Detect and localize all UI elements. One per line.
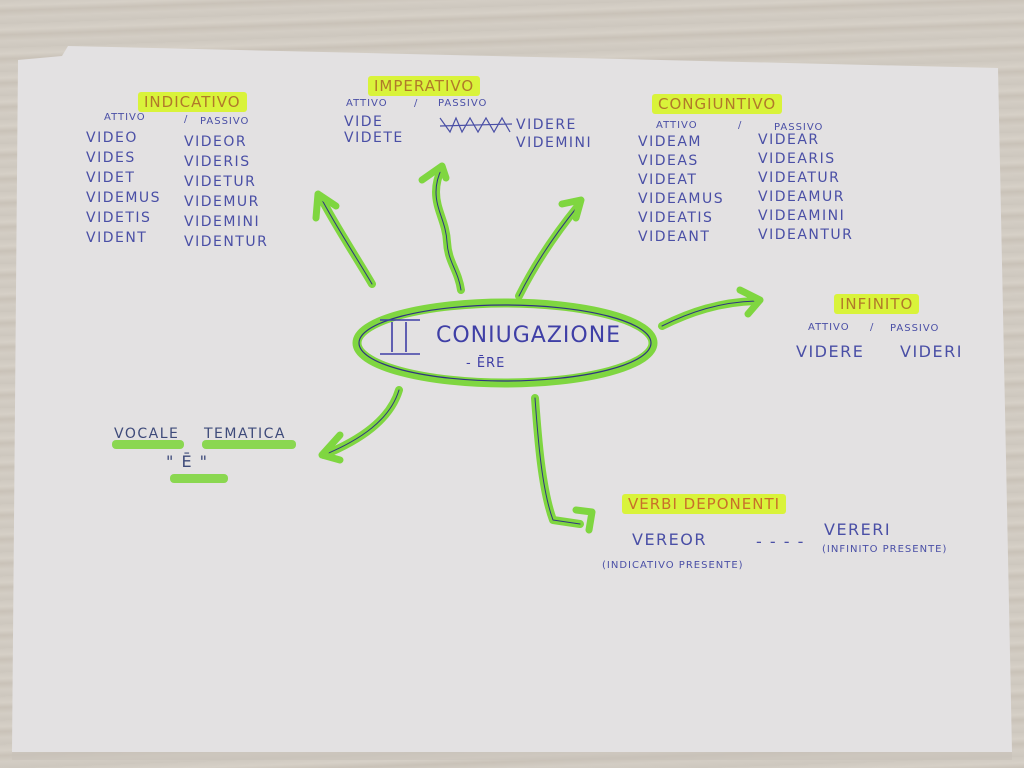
list-item: VIDETUR [184, 174, 257, 190]
list-item: VIDEAT [638, 172, 698, 188]
center-ellipse [352, 298, 658, 388]
list-item: VIDEMUR [184, 194, 260, 210]
arrow-to-vocale-tematica-icon [318, 386, 403, 464]
list-item: VIDEANTUR [758, 227, 854, 243]
imperativo-header-active: ATTIVO [346, 98, 388, 109]
list-item: VIDENT [86, 230, 148, 246]
arrow-to-indicativo-icon [312, 190, 376, 288]
list-item: VIDEATUR [758, 170, 841, 186]
arrow-to-congiuntivo-icon [515, 196, 585, 300]
list-item: VIDERIS [184, 154, 251, 170]
list-item: VIDEAMINI [758, 208, 846, 224]
infinito-separator: / [870, 322, 875, 333]
deponent-dash: - - - - [756, 532, 805, 551]
center-title: CONIUGAZIONE [436, 323, 622, 348]
congiuntivo-header-active: ATTIVO [656, 120, 698, 131]
list-item: VIDETE [344, 130, 404, 146]
congiuntivo-title: CONGIUNTIVO [652, 94, 783, 114]
center-ending: - ĒRE [466, 356, 506, 371]
infinito-passive: VIDERI [900, 342, 963, 361]
roman-numeral-two [380, 319, 420, 355]
crossed-out-scribble [439, 116, 513, 134]
list-item: VIDE [344, 114, 384, 130]
indicativo-header-active: ATTIVO [104, 112, 146, 123]
list-item: VIDENTUR [184, 234, 269, 250]
list-item: VIDEMINI [516, 135, 593, 151]
vocale-label: VOCALE [114, 426, 180, 442]
list-item: VIDETIS [86, 210, 152, 226]
indicativo-title: INDICATIVO [138, 92, 247, 112]
list-item: VIDEAR [758, 132, 820, 148]
infinito-header-passive: PASSIVO [890, 323, 940, 334]
list-item: VIDEMINI [184, 214, 261, 230]
list-item: VIDET [86, 170, 136, 186]
tematica-highlight [202, 440, 296, 449]
imperativo-separator: / [414, 98, 419, 109]
infinito-header-active: ATTIVO [808, 322, 850, 333]
list-item: VIDERE [516, 117, 577, 133]
indicativo-passive-list: VIDEOR VIDERIS VIDETUR VIDEMUR VIDEMINI … [184, 134, 268, 250]
paper-background [12, 46, 1012, 752]
deponent-right-form: VERERI [824, 520, 892, 539]
indicativo-active-list: VIDEO VIDES VIDET VIDEMUS VIDETIS VIDENT [86, 130, 161, 246]
arrow-to-imperativo-icon [418, 162, 465, 294]
list-item: VIDEAS [638, 153, 699, 169]
list-item: VIDEAMUS [638, 191, 725, 207]
congiuntivo-separator: / [738, 120, 743, 131]
list-item: VIDES [86, 150, 136, 166]
list-item: VIDEANT [638, 229, 711, 245]
tematica-label: TEMATICA [204, 426, 286, 442]
imperativo-header-passive: PASSIVO [438, 98, 488, 109]
infinito-active: VIDERE [796, 342, 865, 361]
congiuntivo-passive-list: VIDEAR VIDEARIS VIDEATUR VIDEAMUR VIDEAM… [758, 132, 853, 243]
deponent-left-form: VEREOR [632, 530, 707, 549]
vowel-highlight [170, 474, 228, 483]
imperativo-passive-list: VIDERE VIDEMINI [516, 117, 592, 151]
list-item: VIDEARIS [758, 151, 836, 167]
arrow-to-infinito-icon [658, 286, 764, 330]
deponent-right-note: (INFINITO PRESENTE) [822, 544, 948, 555]
list-item: VIDEATIS [638, 210, 714, 226]
arrow-to-verbi-deponenti-icon [531, 394, 596, 534]
list-item: VIDEOR [184, 134, 248, 150]
list-item: VIDEO [86, 130, 138, 146]
imperativo-active-list: VIDE VIDETE [344, 114, 404, 146]
deponent-left-note: (INDICATIVO PRESENTE) [602, 560, 744, 571]
indicativo-header-passive: PASSIVO [200, 116, 250, 127]
indicativo-separator: / [184, 114, 189, 125]
list-item: VIDEMUS [86, 190, 162, 206]
list-item: VIDEAMUR [758, 189, 845, 205]
imperativo-title: IMPERATIVO [368, 76, 481, 96]
list-item: VIDEAM [638, 134, 702, 150]
thematic-vowel: " Ē " [166, 452, 209, 471]
vocale-highlight [112, 440, 184, 449]
verbi-deponenti-title: VERBI DEPONENTI [622, 494, 787, 514]
congiuntivo-active-list: VIDEAM VIDEAS VIDEAT VIDEAMUS VIDEATIS V… [638, 134, 724, 245]
congiuntivo-header-passive: PASSIVO [774, 122, 824, 133]
infinito-title: INFINITO [834, 294, 920, 314]
